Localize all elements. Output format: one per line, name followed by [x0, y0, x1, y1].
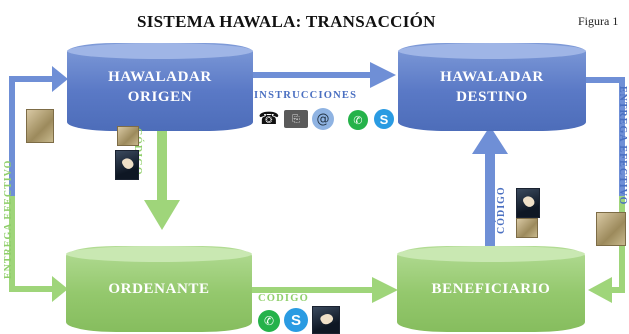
fax-icon: ⎘	[284, 110, 308, 128]
arrow-right-blue	[585, 77, 625, 200]
arrow-head-beneficiary-to-destination	[472, 126, 508, 154]
whatsapp-icon: ✆	[258, 310, 280, 332]
email-icon: @	[312, 108, 334, 130]
diagram-title: SISTEMA HAWALA: TRANSACCIÓN	[137, 12, 436, 31]
whatsapp-icon: ✆	[348, 110, 368, 130]
handshake-icon	[115, 150, 139, 180]
arrow-head-origin	[52, 66, 68, 92]
node-hawaladar-origin: HAWALADAR ORIGEN	[67, 43, 253, 131]
cash-delivery-label-right: ENTREGA EFECTIVO	[617, 86, 628, 206]
skype-icon: S	[284, 308, 308, 332]
node-destination-line1: HAWALADAR	[440, 69, 544, 85]
instructions-label: INSTRUCCIONES	[254, 90, 358, 101]
arrow-head-origin-to-sender	[144, 200, 180, 230]
skype-icon: S	[374, 109, 394, 129]
code-label-bottom: CÓDIGO	[258, 293, 309, 304]
node-sender: ORDENANTE	[66, 246, 252, 332]
node-origin-line2: ORIGEN	[127, 89, 193, 105]
code-label-right-vertical: CÓDIGO	[496, 186, 507, 234]
node-destination-line2: DESTINO	[456, 89, 528, 105]
node-sender-label: ORDENANTE	[108, 281, 210, 297]
node-beneficiary-label: BENEFICIARIO	[431, 281, 551, 297]
handshake-icon	[516, 188, 540, 218]
arrow-head-sender	[52, 276, 68, 302]
cash-delivery-label-left: ENTREGA EFECTIVO	[3, 159, 14, 279]
cash-money-icon	[26, 109, 54, 143]
handshake-icon	[312, 306, 340, 334]
arrow-head-beneficiary	[588, 277, 612, 303]
node-origin-line1: HAWALADAR	[108, 69, 212, 85]
arrow-head-sender-to-beneficiary	[372, 277, 398, 303]
figure-label: Figura 1	[578, 14, 619, 28]
cash-money-icon	[596, 212, 626, 246]
node-hawaladar-destination: HAWALADAR DESTINO	[398, 43, 586, 131]
arrow-head-instructions	[370, 62, 396, 88]
code-card-icon	[117, 126, 139, 146]
node-beneficiary: BENEFICIARIO	[397, 246, 585, 332]
telephone-icon: ☎	[258, 109, 280, 129]
code-card-icon	[516, 218, 538, 238]
